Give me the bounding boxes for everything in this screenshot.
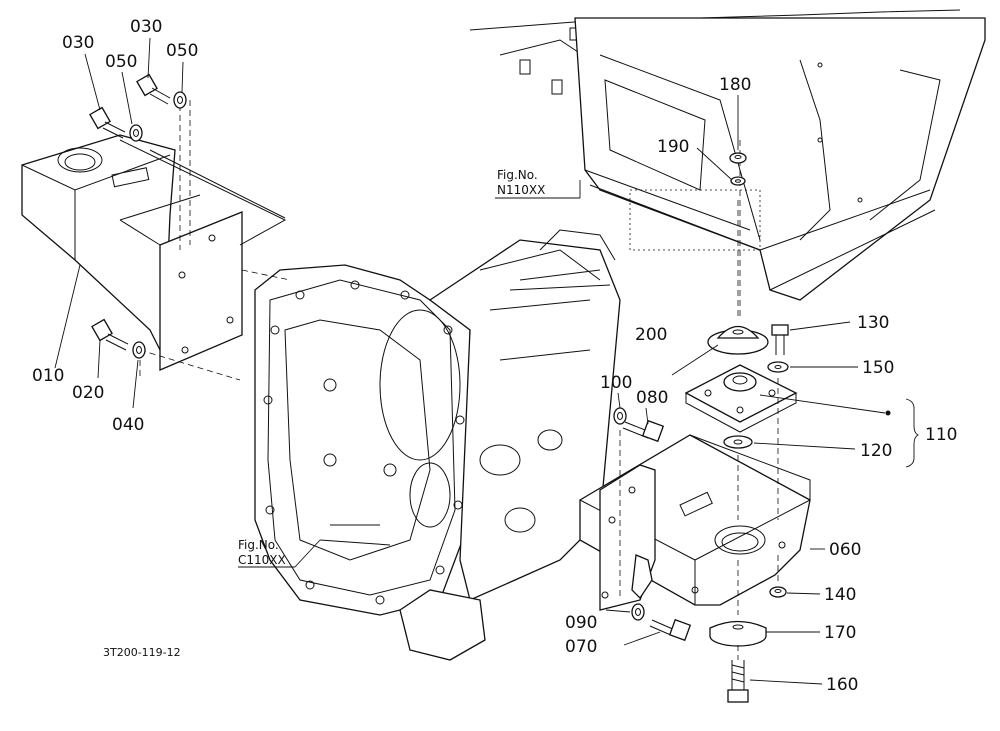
callout-130: 130 [857,313,889,333]
callout-190: 190 [657,137,689,157]
fig-ref-n-label: Fig.No. [497,168,538,182]
fig-ref-n-number: N110XX [497,183,545,197]
callout-200: 200 [635,325,667,345]
callout-040: 040 [112,415,144,435]
figure-ref-c110xx: Fig.No. C110XX [238,538,286,567]
bolt-130 [771,324,789,355]
cushion-170 [709,620,767,647]
cushion-200 [707,325,769,355]
mount-110 [684,364,798,433]
callout-090: 090 [565,613,597,633]
washer-040 [132,341,146,359]
callout-060: 060 [829,540,861,560]
callout-070: 070 [565,637,597,657]
washer-100 [613,407,627,425]
callout-030-right: 030 [130,17,162,37]
cabin-frame [469,9,986,320]
bolt-020 [91,318,129,351]
callout-050-left: 050 [105,52,137,72]
right-bracket-060 [579,434,811,611]
callout-160: 160 [826,675,858,695]
transmission-housing [254,229,621,661]
nut-140 [769,586,787,598]
fig-ref-c-label: Fig.No. [238,538,279,552]
callout-100: 100 [600,373,632,393]
callout-labels: 030 030 050 050 010 020 040 180 190 200 … [32,17,957,695]
callout-140: 140 [824,585,856,605]
figure-ref-n110xx: Fig.No. N110XX [497,168,545,197]
left-bracket-010 [21,100,291,381]
callout-020: 020 [72,383,104,403]
washer-190 [730,176,746,186]
callout-050-right: 050 [166,41,198,61]
bolt-160 [727,660,749,703]
washer-150 [767,361,789,373]
washer-050-left [129,124,143,142]
washer-050-right [173,91,187,109]
callout-120: 120 [860,441,892,461]
fig-ref-c-number: C110XX [238,553,286,567]
bolt-080 [622,419,665,443]
bolt-070 [649,618,692,642]
callout-110: 110 [925,425,957,445]
bolt-030-upper-right [136,73,171,105]
washer-090 [631,603,645,621]
callout-150: 150 [862,358,894,378]
callout-030-left: 030 [62,33,94,53]
bolt-030-upper-left [89,106,126,139]
nut-180 [729,152,747,164]
drawing-code: 3T200-119-12 [103,646,181,659]
washer-120 [723,435,753,449]
leader-lines [54,37,920,685]
callout-080: 080 [636,388,668,408]
callout-170: 170 [824,623,856,643]
callout-180: 180 [719,75,751,95]
callout-010: 010 [32,366,64,386]
